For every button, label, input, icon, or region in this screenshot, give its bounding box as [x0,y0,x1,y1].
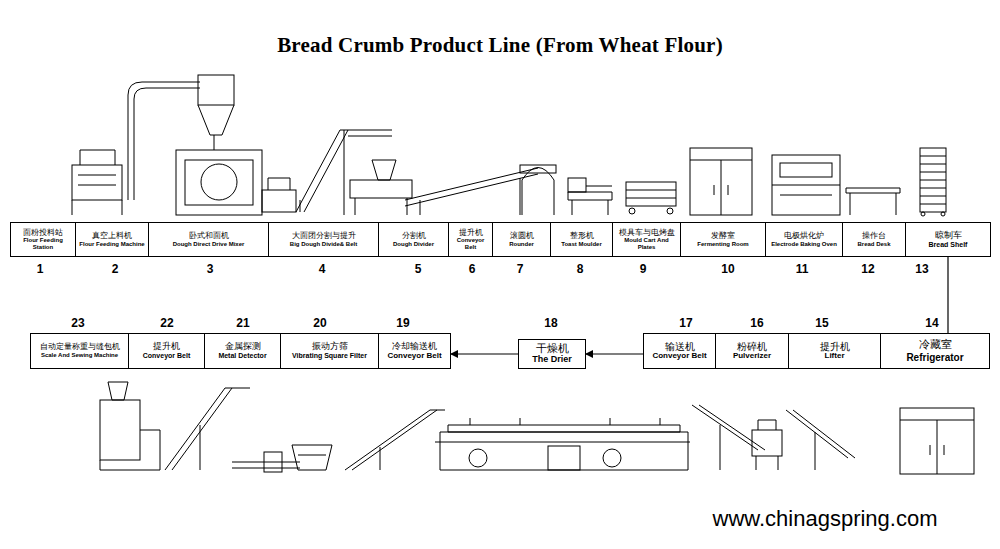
conveyor-box: 冷却输送机Conveyor Belt [378,333,451,369]
oven-box: 电极烘化炉Electrode Baking Oven [765,222,843,257]
callout-number: 13 [915,262,928,276]
watermark: www.chinagspring.com [713,506,938,532]
flow-connector [947,257,948,333]
chinese-label: 提升机 [459,229,483,238]
callout-number: 14 [925,316,938,330]
chinese-label: 振动方筛 [312,342,348,352]
english-label: The Drier [532,355,572,365]
rounder-box: 滚圆机Rounder [492,222,551,257]
chinese-label: 大面团分割与提升 [292,232,356,241]
flow-connector [451,353,518,354]
english-label: Metal Detector [218,352,266,360]
chinese-label: 晾制车 [935,231,962,241]
callout-number: 23 [71,316,84,330]
packing-box: 自动定量称重与缝包机Scale And Sewing Machine [30,333,129,369]
english-label: Lifter [825,352,845,361]
english-label: Electrode Baking Oven [771,241,837,248]
callout-number: 2 [112,262,119,276]
callout-number: 4 [319,262,326,276]
chinese-label: 滚圆机 [510,232,534,241]
divider-box: 分割机Dough Divider [378,222,449,257]
chinese-label: 冷藏室 [919,339,952,351]
callout-number: 3 [207,262,214,276]
chinese-label: 金属探测 [225,342,261,352]
desk-box: 操作台Bread Desk [842,222,906,257]
callout-number: 8 [577,262,584,276]
english-label: Conveyor Belt [387,352,441,361]
lifter-box: 提升机Lifter [788,333,881,369]
flow-connector [586,353,643,354]
english-label: Flour Feeding Machine [79,241,144,248]
english-label: Fermenting Room [697,241,748,248]
english-label: Conveyor Belt [451,237,490,250]
chinese-label: 冷却输送机 [392,342,437,352]
chinese-label: 整形机 [570,232,594,241]
english-label: Toast Moulder [561,241,602,248]
callout-number: 19 [396,316,409,330]
chinese-label: 自动定量称重与缝包机 [40,343,120,352]
chinese-label: 面粉投料站 [23,229,63,238]
english-label: Dough Divider [393,241,434,248]
loader-box: 真空上料机Flour Feeding Machine [75,222,149,257]
chinese-label: 粉碎机 [737,341,767,352]
chinese-label: 分割机 [402,232,426,241]
english-label: Bread Shelf [929,241,968,249]
english-label: Conveyor Belt [143,352,190,360]
callout-number: 10 [721,262,734,276]
english-label: Dough Direct Drive Mixer [173,241,245,248]
callout-number: 11 [796,262,809,276]
shelf-box: 晾制车Bread Shelf [905,222,991,257]
moulder-box: 整形机Toast Moulder [550,222,613,257]
callout-number: 21 [236,316,249,330]
callout-number: 18 [544,316,557,330]
conveyor-box: 提升机Conveyor Belt [128,333,205,369]
chinese-label: 提升机 [820,341,850,352]
callout-number: 6 [469,262,476,276]
mixer-box: 卧式和面机Dough Direct Drive Mixer [148,222,269,257]
pulverizer-box: 粉碎机Pulverizer [715,333,789,369]
english-label: Mould Cart And Plates [615,237,678,250]
english-label: Vibrating Square Filter [292,352,367,360]
conveyor-box: 提升机Conveyor Belt [448,222,493,257]
feeding-station: 面粉投料站Flour Feeding Station [10,222,76,257]
filter-box: 振动方筛Vibrating Square Filter [280,333,379,369]
divider-box: 大面团分割与提升Big Dough Divide& Belt [268,222,379,257]
callout-number: 16 [750,316,763,330]
english-label: Scale And Sewing Machine [41,352,118,359]
chinese-label: 输送机 [665,341,695,352]
cart-box: 模具车与电烤盘Mould Cart And Plates [612,222,681,257]
callout-number: 1 [37,262,44,276]
refrigerator-box: 冷藏室Refrigerator [880,333,990,369]
callout-number: 7 [517,262,524,276]
conveyor-box: 输送机Conveyor Belt [643,333,716,369]
callout-number: 17 [679,316,692,330]
chinese-label: 提升机 [153,342,180,352]
callout-number: 22 [160,316,173,330]
chinese-label: 卧式和面机 [189,232,229,241]
callout-number: 12 [861,262,874,276]
english-label: Pulverizer [733,352,771,361]
chinese-label: 操作台 [862,232,886,241]
chinese-label: 真空上料机 [92,232,132,241]
diagram-title: Bread Crumb Product Line (From Wheat Flo… [0,33,1000,58]
detector-box: 金属探测Metal Detector [204,333,281,369]
callout-number: 20 [313,316,326,330]
chinese-label: 电极烘化炉 [784,232,824,241]
english-label: Conveyor Belt [652,352,706,361]
chinese-label: 发酵室 [711,232,735,241]
english-label: Flour Feeding Station [13,237,73,250]
english-label: Refrigerator [906,352,963,363]
room-box: 发酵室Fermenting Room [680,222,766,257]
callout-number: 15 [815,316,828,330]
callout-number: 9 [640,262,647,276]
english-label: Big Dough Divide& Belt [290,241,357,248]
chinese-label: 模具车与电烤盘 [619,229,675,238]
drier-box: 干燥机The Drier [518,339,586,369]
english-label: Rounder [509,241,534,248]
english-label: Bread Desk [857,241,890,248]
callout-number: 5 [415,262,422,276]
chinese-label: 干燥机 [536,343,569,355]
